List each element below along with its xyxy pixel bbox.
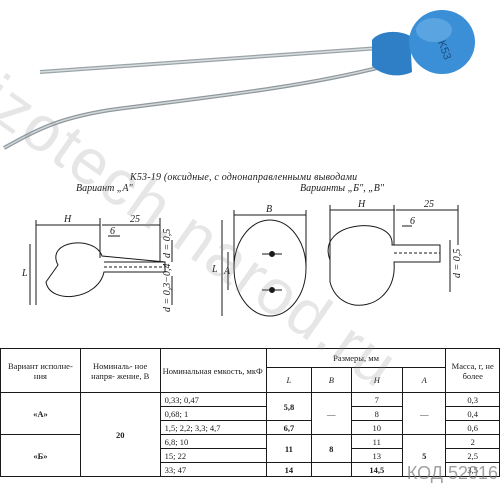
dim-L-a: L <box>21 268 28 279</box>
product-code: КОД 52016 <box>406 463 498 483</box>
specs-table: Вариант исполне- ния Номиналь- ное напря… <box>0 348 500 477</box>
dim-6-b: 6 <box>410 216 415 227</box>
voltage-cell: 20 <box>79 392 161 477</box>
H-cell: 8 <box>350 406 404 421</box>
dim-L-b: L <box>211 264 218 275</box>
table-row: «Б» 6,8; 10 11 8 11 5 2 <box>0 434 500 477</box>
H-cell: 14,5 <box>350 462 404 477</box>
mass-cell: 3,5 <box>445 462 500 477</box>
cap-cell: 6,8; 10 <box>159 434 267 449</box>
diagram-caption: К53-19 (оксидные, с однонаправленными вы… <box>130 172 358 183</box>
table-row: 33; 47 14 14,5 3,5 <box>1 462 500 477</box>
L-cell: 14 <box>265 462 313 477</box>
variant-a-label: Вариант „А" <box>76 183 133 194</box>
header-A: A <box>402 367 447 393</box>
variant-b-cell: «Б» <box>0 434 81 477</box>
header-L: L <box>265 367 313 393</box>
variant-bv-label: Варианты „Б", „В" <box>300 183 385 194</box>
capacitor-photo: K53 <box>3 10 475 150</box>
header-row-1: Вариант исполне- ния Номиналь- ное напря… <box>0 348 500 393</box>
table-row: 1,5; 2,2; 3,3; 4,7 6,7 10 0,6 <box>1 420 500 435</box>
dim-H-b: H <box>357 199 366 210</box>
H-cell: 13 <box>350 448 404 463</box>
table-row: «А» 20 0,33; 0,47 5,8 — 7 — 0,3 <box>0 392 500 477</box>
technical-drawings: H 25 6 L d = 0,5 d = 0,3−0,4 B L A H 25 … <box>21 199 463 317</box>
variant-b-front-drawing <box>221 210 307 317</box>
mass-cell: 0,4 <box>445 406 500 421</box>
H-cell: 11 <box>350 434 404 449</box>
cap-cell: 1,5; 2,2; 3,3; 4,7 <box>159 420 267 435</box>
header-variant: Вариант исполне- ния <box>0 348 81 393</box>
dim-H-a: H <box>63 214 72 225</box>
L-cell: 6,7 <box>265 420 313 435</box>
A-cell: 5 <box>402 434 447 477</box>
dim-A: A <box>223 266 231 277</box>
variant-a-cell: «А» <box>0 392 81 435</box>
dim-25-a: 25 <box>130 214 140 225</box>
dim-d-small-b: d = 0,5 <box>452 249 463 278</box>
header-row-2: L B H A <box>1 367 500 393</box>
dim-d-small-a: d = 0,5 <box>162 229 173 258</box>
dim-6-a: 6 <box>110 226 115 237</box>
cap-cell: 15; 22 <box>159 448 267 463</box>
dim-25-b: 25 <box>424 199 434 210</box>
L-cell: 11 <box>265 434 313 463</box>
mass-cell: 2 <box>445 434 500 449</box>
table-row: 0,68; 1 8 0,4 <box>1 406 500 421</box>
A-cell: — <box>402 392 447 435</box>
header-voltage: Номиналь- ное напря- жение, В <box>79 348 161 393</box>
capacitor-neck <box>372 31 412 76</box>
B-cell <box>311 462 352 477</box>
mass-cell: 0,6 <box>445 420 500 435</box>
variant-b-side-drawing <box>327 205 459 306</box>
header-mass: Масса, г, не более <box>445 348 500 393</box>
header-B: B <box>311 367 352 393</box>
cap-cell: 33; 47 <box>159 462 267 477</box>
dim-B: B <box>266 204 272 215</box>
cap-cell: 0,33; 0,47 <box>159 392 267 407</box>
B-cell: 8 <box>311 434 352 463</box>
L-cell: 5,8 <box>265 392 313 421</box>
header-capacitance: Номинальная емкость, мкФ <box>159 348 267 393</box>
B-cell: — <box>311 392 352 435</box>
mass-cell: 2,5 <box>445 448 500 463</box>
variant-a-drawing <box>29 218 173 305</box>
mass-cell: 0,3 <box>445 392 500 407</box>
cap-cell: 0,68; 1 <box>159 406 267 421</box>
dim-d-range-a: d = 0,3−0,4 <box>162 264 173 313</box>
H-cell: 10 <box>350 420 404 435</box>
